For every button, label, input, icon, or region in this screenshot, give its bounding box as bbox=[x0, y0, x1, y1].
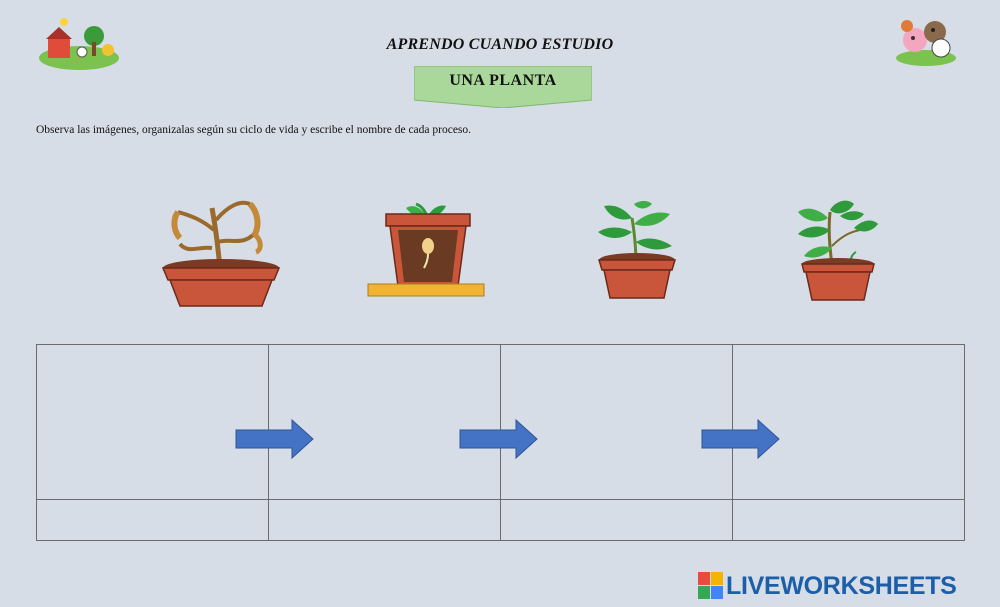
seed-pot-icon[interactable] bbox=[366, 198, 486, 302]
liveworksheets-logo: LIVEWORKSHEETS bbox=[698, 572, 994, 600]
answer-grid bbox=[36, 344, 965, 541]
process-name-field-4[interactable] bbox=[733, 500, 964, 540]
brand-name: LIVEWORKSHEETS bbox=[726, 572, 957, 600]
process-name-field-2[interactable] bbox=[269, 500, 500, 540]
young-plant-icon[interactable] bbox=[592, 198, 682, 302]
right-arrow-icon bbox=[701, 419, 780, 459]
process-name-field-1[interactable] bbox=[37, 500, 268, 540]
live-blocks-icon bbox=[698, 572, 723, 599]
image-drop-cell-1[interactable] bbox=[37, 345, 268, 499]
topic-banner-label: UNA PLANTA bbox=[449, 72, 557, 89]
instruction-text: Observa las imágenes, organizalas según … bbox=[36, 124, 472, 136]
process-name-field-3[interactable] bbox=[501, 500, 732, 540]
farm-illustration-left bbox=[38, 12, 120, 70]
grown-plant-icon[interactable] bbox=[794, 196, 880, 304]
worksheet-title: APRENDO CUANDO ESTUDIO bbox=[386, 36, 614, 53]
right-arrow-icon bbox=[235, 419, 314, 459]
topic-banner: UNA PLANTA bbox=[414, 66, 592, 108]
wilted-plant-icon[interactable] bbox=[158, 190, 284, 308]
right-arrow-icon bbox=[459, 419, 538, 459]
farm-animals-illustration-right bbox=[895, 10, 957, 66]
